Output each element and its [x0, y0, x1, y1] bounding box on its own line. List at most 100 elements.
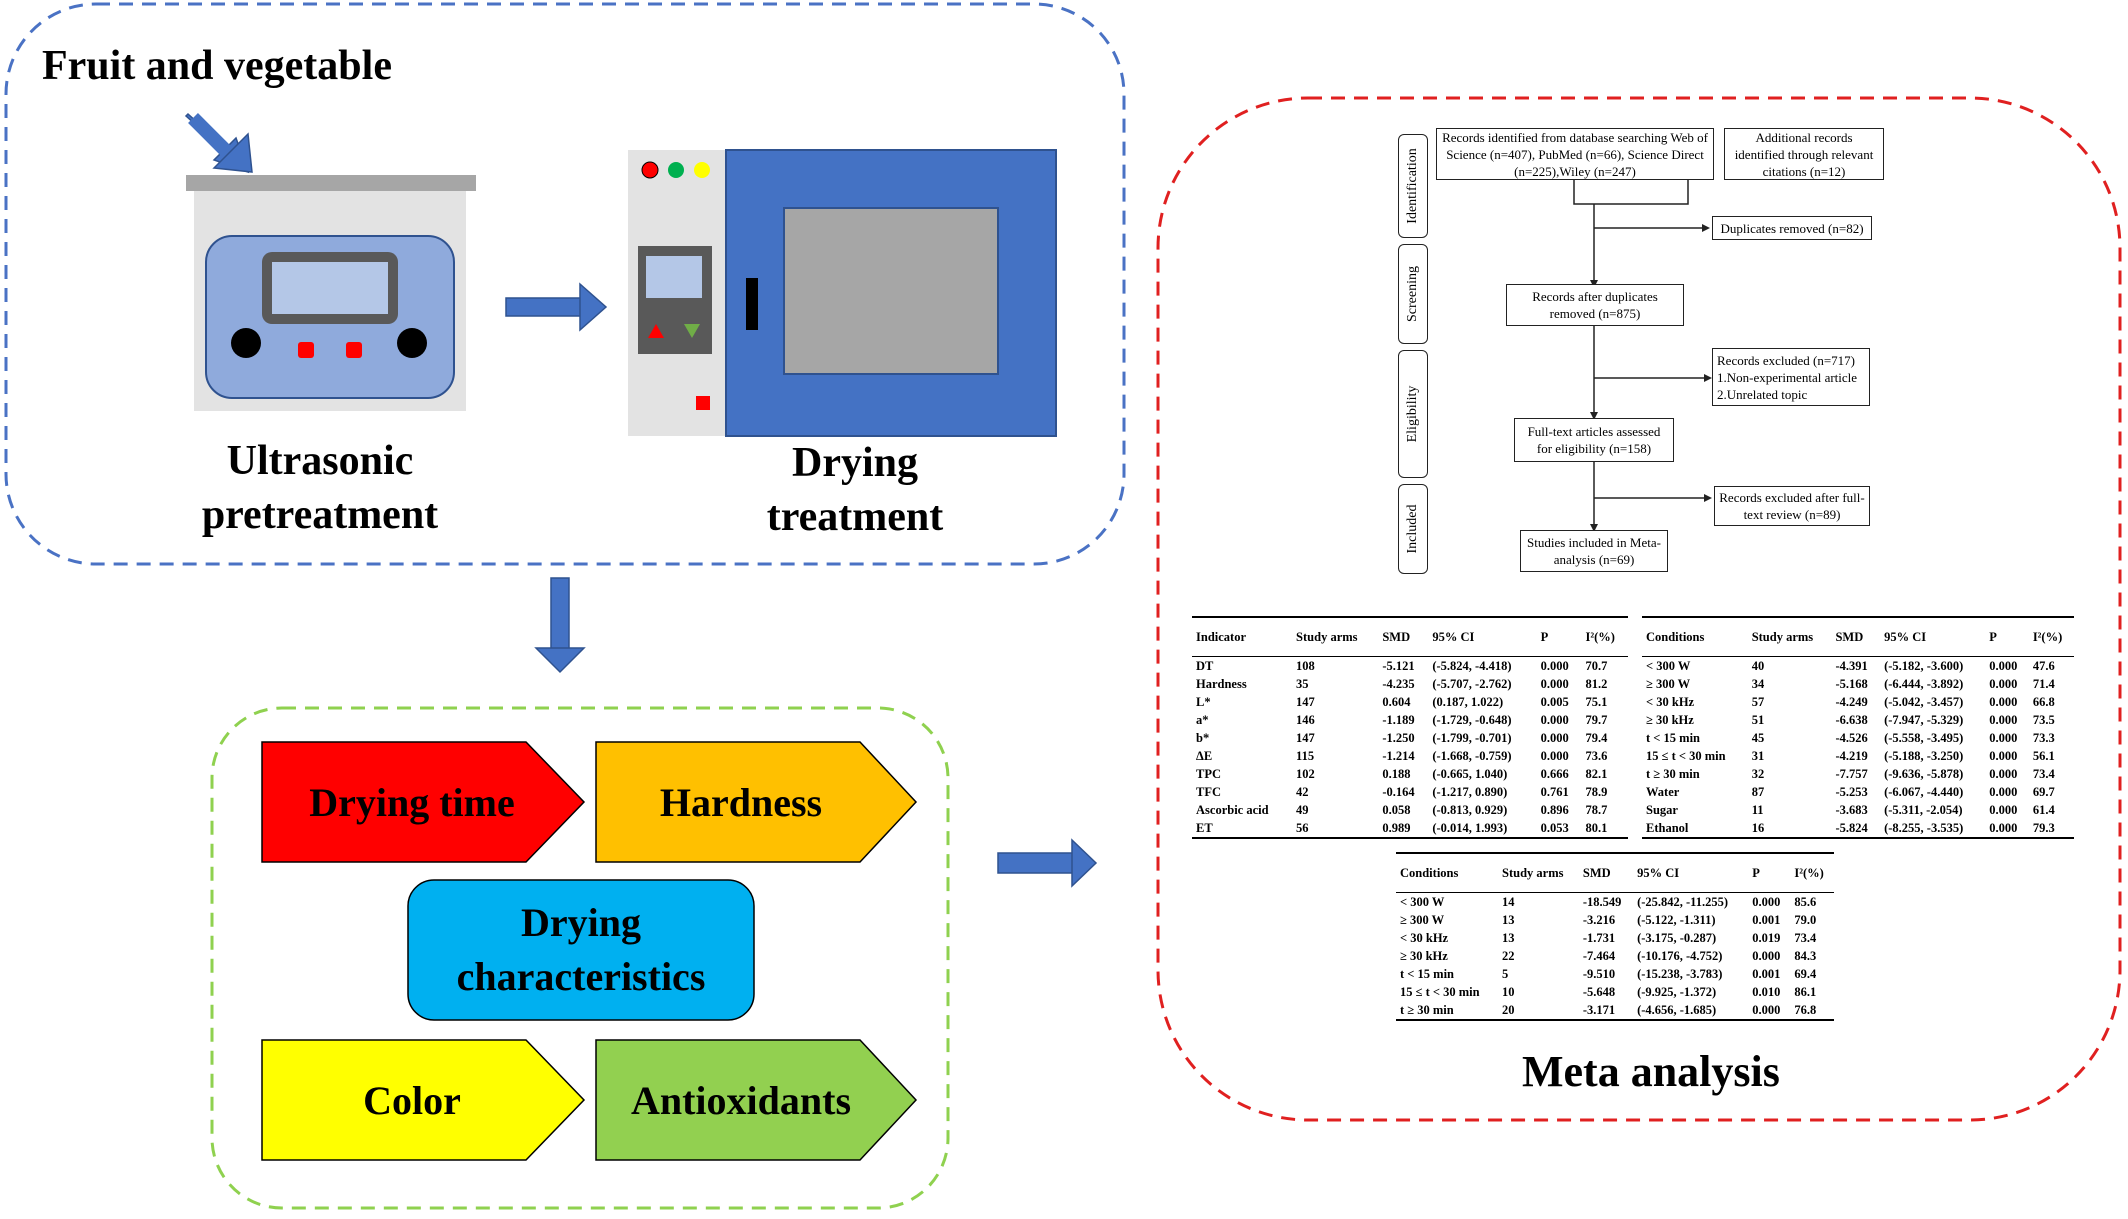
table-cell: 0.761: [1540, 785, 1569, 799]
table-cell: DT: [1196, 659, 1214, 673]
fruit-vegetable-label: Fruit and vegetable: [42, 43, 392, 89]
drying-characteristics-tag: Drying characteristics: [456, 900, 706, 999]
table-cell: -4.249: [1835, 695, 1868, 709]
table-cell: 0.000: [1989, 767, 2018, 781]
table-cell: 51: [1751, 713, 1765, 727]
table-cell: a*: [1196, 713, 1209, 727]
table-cell: (-0.813, 0.929): [1432, 803, 1508, 817]
table-cell: 71.4: [2032, 677, 2055, 691]
table-cell: -1.189: [1382, 713, 1415, 727]
table-cell: 56.1: [2032, 749, 2055, 763]
outcomes-panel: [210, 706, 950, 1210]
table-cell: -4.235: [1382, 677, 1415, 691]
table-cell: (-5.311, -2.054): [1884, 803, 1963, 817]
down-right-arrow: [184, 112, 253, 174]
table-cell: 0.000: [1748, 1001, 1791, 1021]
table-cell: -1.214: [1382, 749, 1415, 763]
table-cell: (-15.238, -3.783): [1637, 967, 1723, 981]
table-cell: 0.000: [1985, 819, 2029, 839]
table-cell: 79.3: [2028, 819, 2074, 839]
table-cell: Water: [1646, 785, 1680, 799]
table-cell: 0.188: [1382, 767, 1411, 781]
ultrasonic-pretreatment-label: Ultrasonic pretreatment: [201, 438, 439, 538]
table-cell: 0.000: [1989, 785, 2018, 799]
table-cell: 0.000: [1989, 749, 2018, 763]
prisma-excluded-fulltext: Records excluded after full-text review …: [1714, 486, 1870, 526]
phase-screening: Screening: [1398, 244, 1428, 344]
prisma-after-duplicates: Records after duplicates removed (n=875): [1506, 284, 1684, 326]
column-header: P: [1985, 616, 2029, 657]
table-cell: 0.000: [1540, 731, 1569, 745]
table-cell: 0.000: [1989, 677, 2018, 691]
table-cell: 0.001: [1752, 913, 1781, 927]
table-cell: -7.464: [1582, 949, 1616, 963]
column-header: I²(%): [1790, 852, 1834, 893]
phase-eligibility: Eligibility: [1398, 350, 1428, 478]
table-cell: ≥ 300 W: [1646, 677, 1691, 691]
table-cell: 14: [1502, 895, 1515, 909]
table-cell: -9.510: [1582, 967, 1616, 981]
column-header: 95% CI: [1428, 616, 1537, 657]
table-cell: 73.5: [2032, 713, 2055, 727]
table-cell: ≥ 300 W: [1400, 913, 1445, 927]
table-cell: 78.9: [1585, 785, 1608, 799]
table-cell: < 30 kHz: [1400, 931, 1449, 945]
table-cell: (-3.175, -0.287): [1637, 931, 1717, 945]
table-cell: < 30 kHz: [1646, 695, 1695, 709]
table-cell: 69.7: [2032, 785, 2055, 799]
column-header: Indicator: [1192, 616, 1293, 657]
table-cell: 0.058: [1382, 803, 1411, 817]
table-cell: 115: [1296, 749, 1315, 763]
table-cell: 22: [1502, 949, 1515, 963]
table-cell: 45: [1751, 731, 1765, 745]
table-cell: 0.019: [1752, 931, 1781, 945]
meta-analysis-title: Meta analysis: [1522, 1047, 1780, 1096]
table-cell: 35: [1296, 677, 1309, 691]
right-arrow-meta: [997, 838, 1098, 888]
table-cell: 73.4: [1794, 931, 1817, 945]
prisma-excluded: Records excluded (n=717) 1.Non-experimen…: [1712, 348, 1870, 406]
table-cell: (-25.842, -11.255): [1637, 895, 1729, 909]
table-cell: (-6.444, -3.892): [1884, 677, 1964, 691]
pretreatment-panel: [4, 2, 1126, 566]
table-cell: 0.000: [1989, 731, 2018, 745]
table-cell: (-5.558, -3.495): [1884, 731, 1964, 745]
table-cell: 47.6: [2032, 659, 2055, 673]
table-cell: (-10.176, -4.752): [1637, 949, 1723, 963]
color-tag: Color: [363, 1077, 461, 1123]
table-cell: 79.0: [1794, 913, 1817, 927]
table-cell: 75.1: [1585, 695, 1608, 709]
phase-identification: Identification: [1398, 134, 1428, 238]
table-cell: -3.171: [1578, 1001, 1634, 1021]
table-cell: 70.7: [1585, 659, 1608, 673]
table-cell: -4.219: [1835, 749, 1868, 763]
table-cell: (-5.188, -3.250): [1884, 749, 1964, 763]
column-header: 95% CI: [1880, 616, 1986, 657]
table-cell: (-5.042, -3.457): [1884, 695, 1964, 709]
column-header: SMD: [1578, 852, 1634, 893]
table-cell: 0.005: [1540, 695, 1569, 709]
table-cell: (-5.824, -4.418): [1432, 659, 1512, 673]
table-cell: -5.253: [1835, 785, 1868, 799]
table-cell: Sugar: [1646, 803, 1678, 817]
column-header: I²(%): [1581, 616, 1628, 657]
table-cell: 11: [1751, 803, 1764, 817]
table-cell: 40: [1751, 659, 1765, 673]
table-cell: -5.121: [1382, 659, 1415, 673]
prisma-db-records: Records identified from database searchi…: [1436, 128, 1714, 180]
table-cell: 102: [1296, 767, 1315, 781]
